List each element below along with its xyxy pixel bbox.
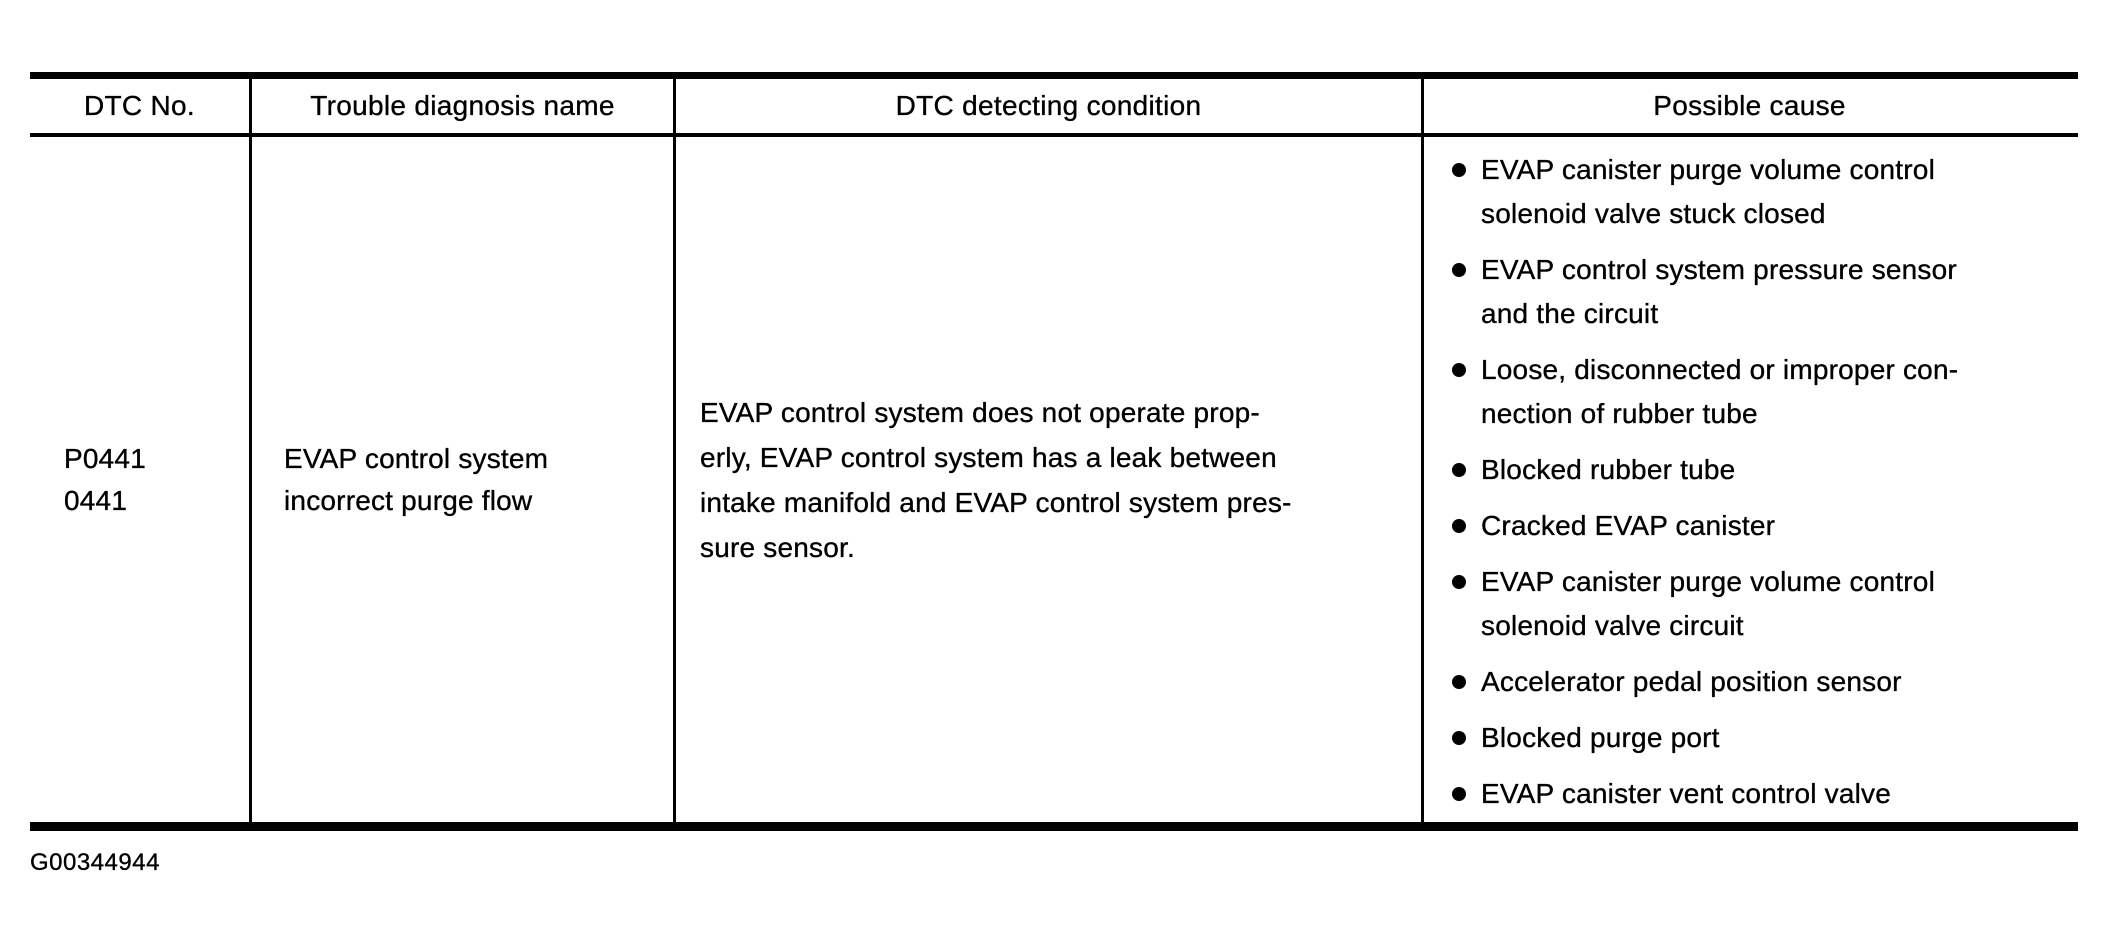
cause-text: Loose, disconnected or improper con- nec… xyxy=(1481,348,1958,436)
bullet-icon xyxy=(1452,675,1466,689)
bullet-icon xyxy=(1452,163,1466,177)
bullet-icon xyxy=(1452,787,1466,801)
cause-text: Blocked purge port xyxy=(1481,716,1720,760)
bullet-icon xyxy=(1452,519,1466,533)
cause-item: Blocked purge port xyxy=(1452,716,2067,760)
cause-text: EVAP control system pressure sensor and … xyxy=(1481,248,1957,336)
detecting-condition-line: intake manifold and EVAP control system … xyxy=(700,486,1292,518)
bullet-icon xyxy=(1452,463,1466,477)
header-dtc-detecting-condition: DTC detecting condition xyxy=(676,79,1424,133)
bullet-icon xyxy=(1452,575,1466,589)
detecting-condition-line: erly, EVAP control system has a leak bet… xyxy=(700,441,1277,473)
cause-item: EVAP canister purge volume control solen… xyxy=(1452,560,2067,648)
bullet-icon xyxy=(1452,263,1466,277)
dtc-no-line: P0441 xyxy=(64,442,146,474)
cause-item: EVAP control system pressure sensor and … xyxy=(1452,248,2067,336)
cause-text: EVAP canister vent control valve xyxy=(1481,772,1891,816)
cause-text: EVAP canister purge volume control solen… xyxy=(1481,560,1935,648)
bullet-icon xyxy=(1452,363,1466,377)
cell-dtc-no: P0441 0441 xyxy=(30,137,252,822)
detecting-condition-line: EVAP control system does not operate pro… xyxy=(700,396,1260,428)
cause-item: Loose, disconnected or improper con- nec… xyxy=(1452,348,2067,436)
cause-line: Accelerator pedal position sensor xyxy=(1481,666,1902,697)
cell-trouble-diagnosis-name: EVAP control system incorrect purge flow xyxy=(252,137,676,822)
cause-item: Accelerator pedal position sensor xyxy=(1452,660,2067,704)
cause-item: Blocked rubber tube xyxy=(1452,448,2067,492)
cause-line: EVAP canister purge volume control xyxy=(1481,566,1935,597)
cause-line: Loose, disconnected or improper con- xyxy=(1481,354,1959,385)
detecting-condition-line: sure sensor. xyxy=(700,531,855,563)
cause-line: Cracked EVAP canister xyxy=(1481,510,1776,541)
cause-line: and the circuit xyxy=(1481,298,1659,329)
possible-cause-list: EVAP canister purge volume control solen… xyxy=(1452,148,2067,828)
bullet-icon xyxy=(1452,731,1466,745)
cause-line: Blocked purge port xyxy=(1481,722,1720,753)
cause-text: Blocked rubber tube xyxy=(1481,448,1736,492)
header-dtc-no: DTC No. xyxy=(30,79,252,133)
cause-item: EVAP canister vent control valve xyxy=(1452,772,2067,816)
cause-text: Accelerator pedal position sensor xyxy=(1481,660,1902,704)
cause-line: nection of rubber tube xyxy=(1481,398,1758,429)
cause-line: solenoid valve stuck closed xyxy=(1481,198,1826,229)
cause-line: EVAP control system pressure sensor xyxy=(1481,254,1957,285)
trouble-diagnosis-line: EVAP control system xyxy=(284,442,549,474)
trouble-diagnosis-line: incorrect purge flow xyxy=(284,484,533,516)
cause-line: Blocked rubber tube xyxy=(1481,454,1736,485)
cause-item: Cracked EVAP canister xyxy=(1452,504,2067,548)
cell-dtc-detecting-condition: EVAP control system does not operate pro… xyxy=(676,137,1424,822)
dtc-table: DTC No. Trouble diagnosis name DTC detec… xyxy=(30,72,2078,831)
cause-line: solenoid valve circuit xyxy=(1481,610,1744,641)
dtc-no-line: 0441 xyxy=(64,484,128,516)
table-header-row: DTC No. Trouble diagnosis name DTC detec… xyxy=(30,79,2078,137)
cause-text: Cracked EVAP canister xyxy=(1481,504,1775,548)
figure-code: G00344944 xyxy=(30,849,160,876)
cause-item: EVAP canister purge volume control solen… xyxy=(1452,148,2067,236)
cell-possible-cause: EVAP canister purge volume control solen… xyxy=(1424,137,2075,822)
cause-line: EVAP canister purge volume control xyxy=(1481,154,1935,185)
table-row: P0441 0441 EVAP control system incorrect… xyxy=(30,137,2078,822)
cause-text: EVAP canister purge volume control solen… xyxy=(1481,148,1935,236)
cause-line: EVAP canister vent control valve xyxy=(1481,778,1892,809)
header-trouble-diagnosis-name: Trouble diagnosis name xyxy=(252,79,676,133)
header-possible-cause: Possible cause xyxy=(1653,90,1846,121)
